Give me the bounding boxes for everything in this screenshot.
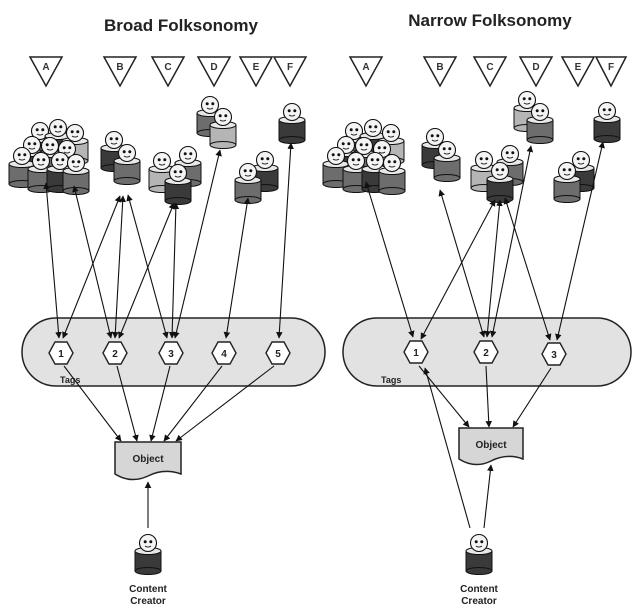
svg-text:E: E: [253, 62, 260, 73]
svg-text:D: D: [210, 62, 217, 73]
narrow-arrow-a-tag1: [366, 182, 413, 337]
broad-user-group-b: [101, 132, 140, 185]
tag-node-3: 3: [159, 342, 183, 364]
broad-creator-label-line2: Creator: [130, 596, 166, 607]
narrow-arrow-b-tag2: [440, 190, 484, 337]
user-marker-e: E: [562, 57, 594, 86]
tag-node-2: 2: [103, 342, 127, 364]
user-people-layer: [9, 92, 620, 205]
broad-user-group-e: [235, 152, 278, 204]
svg-text:F: F: [608, 62, 614, 73]
broad-arrow-b-tag1: [63, 196, 120, 338]
person-icon: [594, 103, 620, 143]
broad-arrow-a-tag1: [46, 183, 59, 338]
narrow-object-document: Object: [459, 428, 523, 465]
user-marker-f: F: [274, 57, 306, 86]
svg-text:C: C: [164, 62, 171, 73]
svg-text:4: 4: [221, 349, 227, 360]
user-marker-e: E: [240, 57, 272, 86]
broad-folksonomy-title: Broad Folksonomy: [104, 16, 259, 35]
svg-text:3: 3: [551, 350, 557, 361]
user-marker-c: C: [152, 57, 184, 86]
user-marker-b: B: [424, 57, 456, 86]
broad-user-group-a: [9, 120, 89, 195]
broad-arrow-b-tag3: [128, 195, 167, 338]
svg-text:E: E: [575, 62, 582, 73]
narrow-creator-label-line1: Content: [460, 584, 498, 595]
svg-text:Object: Object: [132, 454, 164, 465]
user-marker-c: C: [474, 57, 506, 86]
user-marker-a: A: [350, 57, 382, 86]
narrow-arrow-c-tag2: [487, 200, 500, 337]
svg-text:B: B: [116, 62, 123, 73]
svg-text:F: F: [287, 62, 293, 73]
svg-text:1: 1: [413, 348, 419, 359]
user-marker-d: D: [198, 57, 230, 86]
broad-user-group-f: [279, 104, 305, 144]
svg-text:B: B: [436, 62, 443, 73]
tag-node-1: 1: [49, 342, 73, 364]
narrow-user-group-e: [554, 152, 594, 203]
svg-text:1: 1: [58, 349, 64, 360]
tag-node-5: 5: [266, 342, 290, 364]
broad-user-group-d: [197, 97, 236, 149]
broad-user-markers: A B C D E F: [30, 57, 306, 86]
narrow-folksonomy-title: Narrow Folksonomy: [408, 11, 572, 30]
narrow-user-group-c: [471, 146, 523, 203]
svg-text:Object: Object: [475, 440, 507, 451]
broad-creator-label-line1: Content: [129, 584, 167, 595]
broad-object-document: Object: [115, 442, 181, 480]
narrow-user-group-d: [514, 92, 553, 144]
tag-node-1: 1: [404, 341, 428, 363]
broad-arrow-b-tag2: [115, 196, 123, 338]
narrow-tags-label: Tags: [381, 375, 401, 385]
narrow-content-creator-icon: [466, 535, 492, 575]
narrow-creator-label-line2: Creator: [461, 596, 497, 607]
user-marker-a: A: [30, 57, 62, 86]
user-marker-f: F: [596, 57, 626, 86]
tag-node-2: 2: [474, 341, 498, 363]
user-marker-b: B: [104, 57, 136, 86]
svg-text:3: 3: [168, 349, 174, 360]
svg-text:D: D: [532, 62, 539, 73]
user-marker-d: D: [520, 57, 552, 86]
broad-user-group-c: [149, 147, 201, 205]
broad-arrow-f-tag5: [279, 143, 291, 338]
svg-text:2: 2: [112, 349, 118, 360]
svg-text:C: C: [486, 62, 493, 73]
narrow-user-group-f: [594, 103, 620, 143]
tag-node-3: 3: [542, 343, 566, 365]
narrow-arrow-creator-object: [484, 465, 491, 528]
narrow-user-markers: A B C D E F: [350, 57, 626, 86]
svg-text:2: 2: [483, 348, 489, 359]
narrow-user-group-a: [323, 120, 405, 195]
person-icon: [279, 104, 305, 144]
content-creator-layer: [135, 535, 492, 575]
narrow-user-group-b: [422, 129, 460, 182]
svg-text:A: A: [362, 62, 369, 73]
broad-content-creator-icon: [135, 535, 161, 575]
broad-arrow-e-tag4: [226, 198, 248, 338]
svg-text:5: 5: [275, 349, 281, 360]
broad-arrow-a-tag2: [74, 186, 111, 338]
tag-node-4: 4: [212, 342, 236, 364]
svg-text:A: A: [42, 62, 49, 73]
